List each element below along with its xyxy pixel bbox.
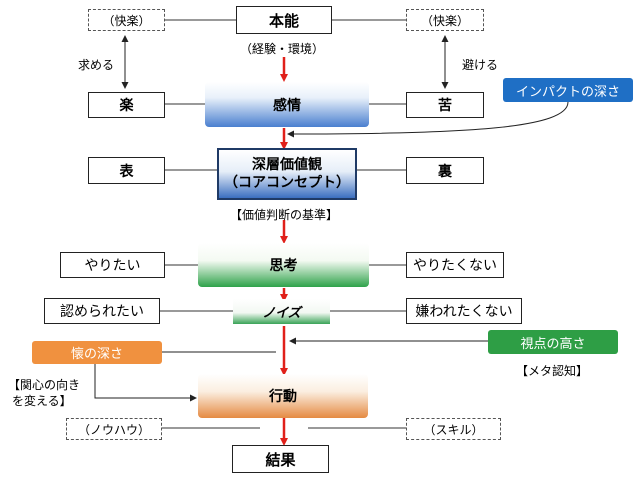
- honno-label: 本能: [268, 11, 299, 30]
- kairaku-right-box: （快楽）: [406, 9, 484, 31]
- core-values-subtitle: （コアコンセプト）: [224, 175, 350, 191]
- kanjo-box: 感情: [205, 82, 369, 127]
- kijun-label: 【価値判断の基準】: [230, 208, 339, 222]
- nouhau-box: （ノウハウ）: [66, 418, 162, 440]
- ku-label: 苦: [438, 98, 452, 114]
- keiken-label: （経験・環境）: [240, 42, 325, 56]
- skill-box: （スキル）: [406, 418, 501, 440]
- kanjo-label: 感情: [273, 97, 301, 114]
- yaritai-box: やりたい: [60, 252, 165, 278]
- ku-box: 苦: [406, 92, 484, 118]
- kairaku-left-box: （快楽）: [88, 9, 165, 31]
- core-values-box: 深層価値観 （コアコンセプト）: [217, 148, 357, 200]
- futokoro-label: 懐の深さ: [70, 347, 123, 362]
- shiko-box: 思考: [198, 243, 369, 287]
- ura-box: 裏: [406, 157, 484, 184]
- motomeru-label: 求める: [78, 58, 115, 72]
- impact-curve: [287, 101, 569, 138]
- kodo-box: 行動: [198, 374, 368, 418]
- meta-label: 【メタ認知】: [516, 364, 589, 378]
- raku-box: 楽: [88, 92, 165, 118]
- yaritai-label: やりたい: [84, 258, 141, 274]
- raku-label: 楽: [119, 98, 134, 114]
- impact-badge: インパクトの深さ: [503, 78, 633, 102]
- mitomeraretai-box: 認められたい: [44, 298, 160, 324]
- shiten-badge: 視点の高さ: [488, 330, 618, 354]
- kirawaretakunai-label: 嫌われたくない: [415, 304, 513, 320]
- impact-label: インパクトの深さ: [515, 84, 620, 100]
- honno-box: 本能: [236, 6, 332, 34]
- yaritakunai-box: やりたくない: [406, 252, 504, 278]
- noise-box: ノイズ: [233, 299, 330, 324]
- omote-box: 表: [88, 157, 165, 184]
- yaritakunai-label: やりたくない: [413, 258, 497, 274]
- kekka-label: 結果: [265, 450, 296, 469]
- sakeru-label: 避ける: [462, 58, 499, 72]
- noise-label: ノイズ: [262, 306, 301, 321]
- kodo-label: 行動: [269, 389, 297, 405]
- kirawaretakunai-box: 嫌われたくない: [406, 298, 522, 324]
- omote-label: 表: [119, 163, 134, 180]
- kairaku-right-label: （快楽）: [420, 13, 469, 28]
- shiten-label: 視点の高さ: [520, 336, 586, 352]
- futokoro-to-kodo: [94, 364, 197, 402]
- kanshin-line2: を変える】: [12, 394, 72, 408]
- kairaku-left-label: （快楽）: [102, 13, 151, 28]
- mitomeraretai-label: 認められたい: [60, 304, 144, 320]
- nouhau-label: （ノウハウ）: [77, 422, 150, 437]
- kanshin-line1: 【関心の向き: [8, 378, 81, 392]
- skill-label: （スキル）: [423, 422, 484, 437]
- ura-label: 裏: [438, 163, 452, 180]
- kekka-box: 結果: [232, 445, 329, 473]
- shiko-label: 思考: [269, 258, 298, 274]
- core-values-title: 深層価値観: [252, 157, 322, 173]
- futokoro-badge: 懐の深さ: [32, 341, 162, 364]
